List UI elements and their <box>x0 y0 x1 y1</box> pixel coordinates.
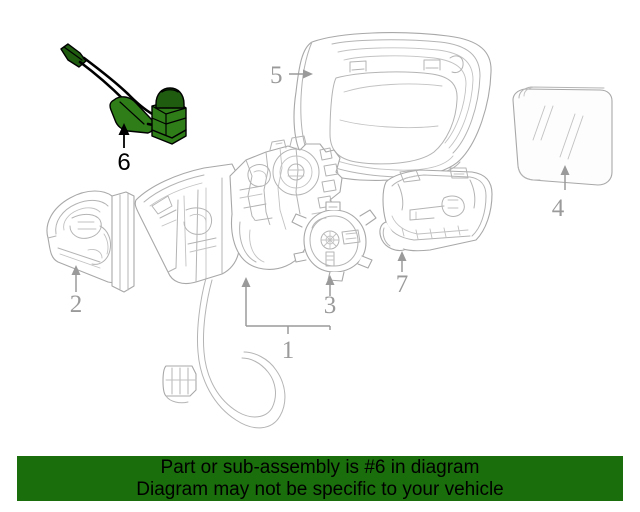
part-1-mirror-sub-assembly <box>134 135 343 429</box>
callout-2-number: 2 <box>70 291 83 318</box>
callout-3-leader <box>325 275 335 296</box>
notice-banner: Part or sub-assembly is #6 in diagram Di… <box>17 456 623 501</box>
callout-6-leader <box>118 123 130 148</box>
callout-4-number: 4 <box>552 195 565 222</box>
callout-5-leader <box>289 69 313 79</box>
notice-line-part-number: Part or sub-assembly is #6 in diagram <box>160 456 480 478</box>
part-2-mounting-bracket <box>46 190 135 293</box>
callout-6-number: 6 <box>117 149 130 176</box>
callout-2-leader <box>71 265 81 292</box>
callout-5-number: 5 <box>270 62 283 89</box>
part-6-wiring-harness-connector <box>60 43 187 145</box>
callout-4-leader <box>560 165 570 190</box>
part-7-lower-trim-cover <box>379 167 493 252</box>
callout-7-number: 7 <box>396 271 409 298</box>
callout-3-number: 3 <box>324 292 337 319</box>
callout-1-bracket-leader <box>241 277 331 334</box>
callout-1-number: 1 <box>282 337 295 364</box>
part-3-actuator-motor <box>291 201 377 282</box>
notice-line-disclaimer: Diagram may not be specific to your vehi… <box>136 478 504 500</box>
callout-7-leader <box>397 251 407 272</box>
part-4-mirror-glass <box>512 86 613 186</box>
